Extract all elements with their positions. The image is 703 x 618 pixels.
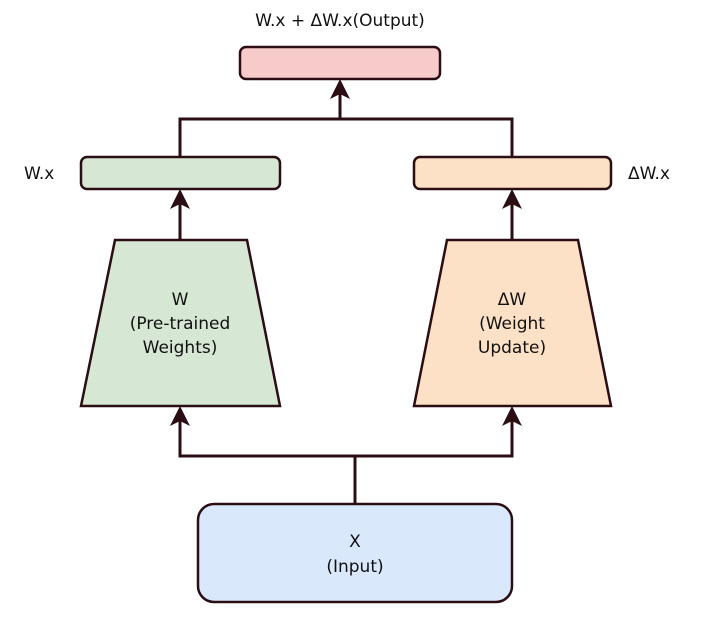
pretrained-title: W xyxy=(172,290,189,310)
input-subtitle: (Input) xyxy=(326,557,383,577)
weight-update-trapezoid xyxy=(412,238,613,408)
update-subtitle-2: Update) xyxy=(478,338,546,358)
right-output-bar xyxy=(412,155,613,191)
output-box xyxy=(238,45,442,81)
output-caption: W.x + ΔW.x(Output) xyxy=(255,11,425,31)
output-arrowhead xyxy=(330,79,350,99)
left-output-bar xyxy=(79,155,282,191)
input-box xyxy=(196,502,514,604)
pretrained-subtitle-2: Weights) xyxy=(143,338,218,358)
pretrained-subtitle-1: (Pre-trained xyxy=(130,314,231,334)
left-caption: W.x xyxy=(24,164,54,184)
split-connector xyxy=(178,420,514,458)
update-subtitle-1: (Weight xyxy=(479,314,545,334)
right-upper-arrowhead xyxy=(502,189,522,209)
left-upper-arrowhead xyxy=(170,189,190,209)
right-lower-arrowhead xyxy=(502,406,522,426)
right-caption: ΔW.x xyxy=(628,164,670,184)
left-lower-arrowhead xyxy=(170,406,190,426)
pretrained-weights-trapezoid xyxy=(79,238,282,408)
merge-connector xyxy=(178,117,514,157)
update-title: ΔW xyxy=(498,290,527,310)
input-title: X xyxy=(349,532,361,552)
